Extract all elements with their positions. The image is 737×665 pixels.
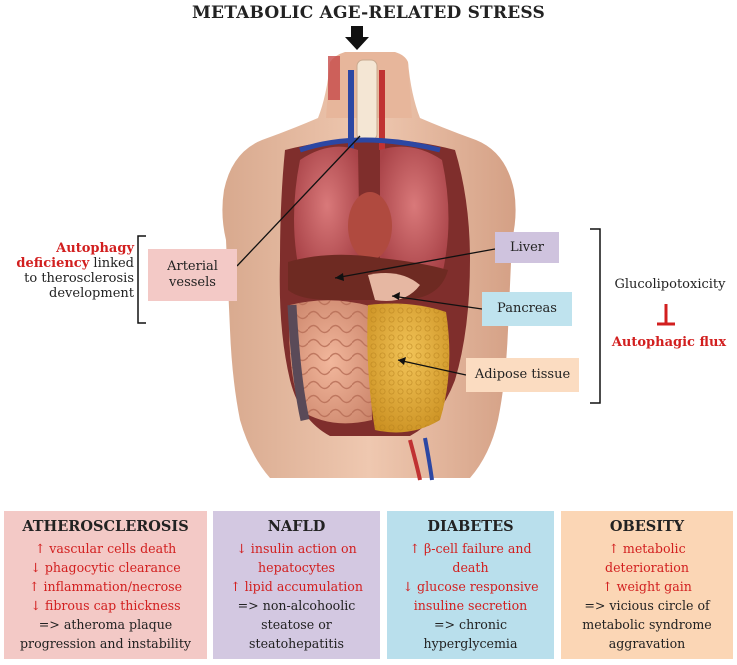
panel-line: deterioration: [605, 560, 689, 575]
panel-line: ↑ metabolic: [608, 541, 686, 556]
panel-line: ↑ weight gain: [602, 579, 692, 594]
panel-atherosclerosis: ATHEROSCLEROSIS ↑ vascular cells death ↓…: [4, 511, 207, 659]
panel-diabetes: DIABETES ↑ β-cell failure and death ↓ gl…: [387, 511, 554, 659]
panel-line: steatohepatitis: [249, 636, 344, 651]
panel-line: aggravation: [608, 636, 686, 651]
anatomy-illustration: [137, 26, 675, 481]
arterial-vessels-box: Arterial vessels: [148, 249, 237, 301]
arterial-pointer: [236, 135, 361, 267]
liver-label: Liver: [509, 239, 545, 255]
panel-heading: NAFLD: [267, 518, 326, 535]
heart: [348, 192, 392, 260]
panel-line: ↑ lipid accumulation: [230, 579, 363, 594]
panel-line: ↓ insulin action on: [236, 541, 357, 556]
panel-obesity: OBESITY ↑ metabolic deterioration ↑ weig…: [561, 511, 733, 659]
pancreas-pointer: [391, 295, 483, 310]
linked-word: linked: [89, 256, 134, 271]
panel-heading: OBESITY: [609, 518, 685, 535]
panel-line: metabolic syndrome: [582, 617, 712, 632]
panel-line: ↑ vascular cells death: [34, 541, 177, 556]
panel-line: => atheroma plaque: [38, 617, 173, 632]
liver-box: Liver: [495, 232, 559, 263]
panel-line: ↓ phagocytic clearance: [30, 560, 181, 575]
panel-line: insuline secretion: [413, 598, 528, 613]
panel-line: progression and instability: [19, 636, 192, 651]
autophagy-deficiency-note: Autophagy deficiency linked to theroscle…: [4, 241, 134, 301]
left-bracket: [137, 235, 146, 324]
adipose-pointer: [397, 359, 467, 376]
panel-line: steatose or: [261, 617, 332, 632]
right-lung: [380, 146, 449, 278]
panel-line: hyperglycemia: [423, 636, 518, 651]
stomach: [368, 272, 420, 301]
adipose-label: Adipose tissue: [474, 367, 571, 382]
left-lung: [294, 146, 360, 278]
panel-line: ↑ inflammation/necrose: [28, 579, 183, 594]
panel-line: => vicious circle of: [584, 598, 710, 613]
autophagy-word: Autophagy: [56, 241, 134, 256]
arterial-line-2: vessels: [169, 275, 216, 290]
panel-line: ↓ fibrous cap thickness: [30, 598, 181, 613]
pancreas-box: Pancreas: [482, 292, 572, 326]
panel-nafld: NAFLD ↓ insulin action on hepatocytes ↑ …: [213, 511, 380, 659]
note-line-3: to therosclerosis: [24, 271, 134, 286]
pancreas-label: Pancreas: [497, 301, 557, 316]
down-arrow-icon: [345, 26, 369, 50]
autophagic-flux-label: Autophagic flux: [611, 335, 727, 350]
adipose-tissue-box: Adipose tissue: [466, 358, 579, 392]
panel-line: => chronic: [433, 617, 508, 632]
panel-heading: DIABETES: [427, 518, 514, 535]
colon: [287, 304, 310, 421]
panel-line: ↑ β-cell failure and: [409, 541, 532, 556]
note-line-4: development: [49, 286, 134, 301]
arterial-line-1: Arterial: [167, 259, 218, 274]
deficiency-word: deficiency: [16, 256, 90, 271]
panel-line: hepatocytes: [258, 560, 335, 575]
inhibition-icon: [657, 304, 675, 326]
panel-line: death: [452, 560, 489, 575]
liver-pointer: [334, 248, 496, 279]
panel-heading: ATHEROSCLEROSIS: [22, 518, 189, 535]
figure-title: METABOLIC AGE-RELATED STRESS: [192, 3, 545, 23]
panel-line: ↓ glucose responsive: [402, 579, 539, 594]
glucolipotoxicity-label: Glucolipotoxicity: [614, 277, 726, 292]
right-bracket: [590, 228, 601, 404]
panel-line: => non-alcohoolic: [237, 598, 356, 613]
